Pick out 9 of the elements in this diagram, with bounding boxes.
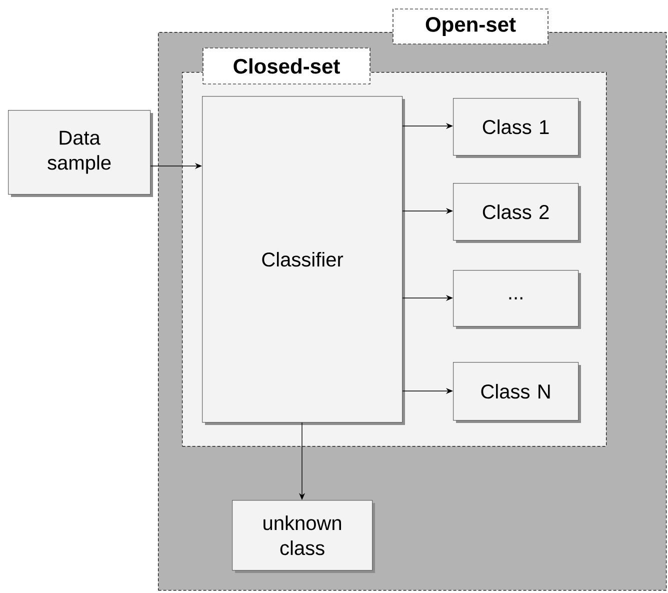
region-heading: Open-set <box>392 8 548 44</box>
process-box: Class N <box>453 362 581 423</box>
process-box: Classifier <box>202 96 405 425</box>
process-box: unknown class <box>232 500 375 573</box>
process-box: ... <box>453 270 581 329</box>
region-heading: Closed-set <box>202 48 370 84</box>
process-box: Class 1 <box>453 98 581 158</box>
process-box: Data sample <box>8 110 153 197</box>
process-box: Class 2 <box>453 183 581 243</box>
